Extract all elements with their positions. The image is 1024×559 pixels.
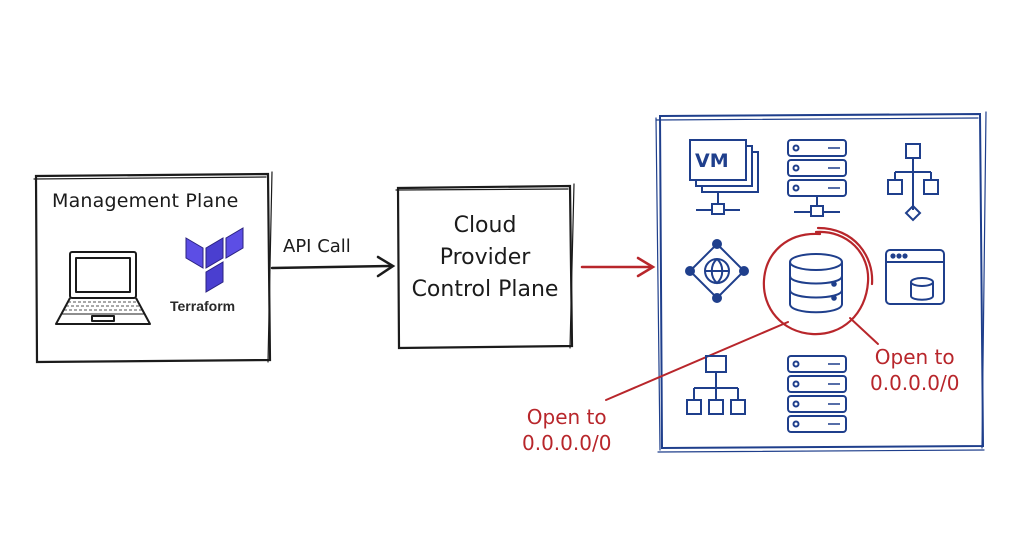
tree-icon <box>686 355 746 415</box>
control-plane-line-3: Control Plane <box>411 277 559 302</box>
open-left-line-1: Open to <box>526 405 607 429</box>
annotation-leaders <box>605 317 879 401</box>
api-call-label: API Call <box>283 236 351 257</box>
provision-arrow <box>580 256 656 278</box>
database-icon <box>789 253 843 314</box>
laptop-icon <box>55 251 151 325</box>
hierarchy-icon <box>887 143 939 222</box>
highlight-circle <box>762 226 874 336</box>
control-plane-line-2: Provider <box>439 245 531 270</box>
open-annotation-left: Open to 0.0.0.0/0 <box>522 404 611 456</box>
api-call-arrow <box>270 255 396 278</box>
management-plane-box <box>33 171 273 364</box>
terraform-label: Terraform <box>170 298 236 314</box>
cloud-resources-box <box>655 111 987 453</box>
control-plane-label: Cloud Provider Control Plane <box>402 210 568 306</box>
management-plane-title: Management Plane <box>52 190 239 212</box>
server-stack-icon <box>787 355 847 433</box>
network-globe-icon <box>685 239 749 303</box>
control-plane-line-1: Cloud <box>453 213 517 238</box>
vm-icon <box>689 139 759 215</box>
open-left-line-2: 0.0.0.0/0 <box>522 431 612 455</box>
open-right-line-1: Open to <box>874 345 955 369</box>
browser-db-icon <box>885 249 945 305</box>
open-right-line-2: 0.0.0.0/0 <box>870 371 960 395</box>
terraform-logo-icon <box>185 227 244 293</box>
control-plane-box <box>395 183 575 350</box>
server-rack-icon <box>787 139 847 217</box>
vm-label: VM <box>695 150 729 172</box>
open-annotation-right: Open to 0.0.0.0/0 <box>870 344 959 396</box>
